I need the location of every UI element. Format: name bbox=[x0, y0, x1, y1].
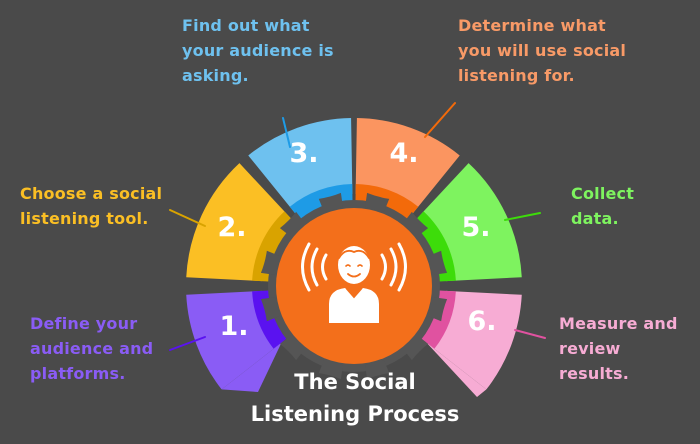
step-6-tail bbox=[426, 342, 487, 397]
step-4-number: 4. bbox=[389, 138, 418, 169]
step-3-leader-line bbox=[282, 117, 291, 148]
diagram-title: The Social Listening Process bbox=[250, 370, 460, 426]
step-1-leader-line bbox=[169, 336, 206, 351]
center-circle bbox=[276, 208, 432, 364]
step-5-number: 5. bbox=[461, 212, 490, 243]
step-5-leader-line bbox=[504, 212, 541, 221]
step-2-leader-line bbox=[169, 209, 206, 227]
step-2-number: 2. bbox=[217, 212, 246, 243]
step-6-leader-line bbox=[514, 329, 546, 339]
step-3-number: 3. bbox=[289, 138, 318, 169]
step-1-tail bbox=[221, 342, 282, 392]
person-listening-icon bbox=[301, 242, 407, 323]
step-4-leader-line bbox=[424, 102, 456, 138]
step-6-number: 6. bbox=[467, 306, 496, 337]
step-1-number: 1. bbox=[219, 311, 248, 342]
